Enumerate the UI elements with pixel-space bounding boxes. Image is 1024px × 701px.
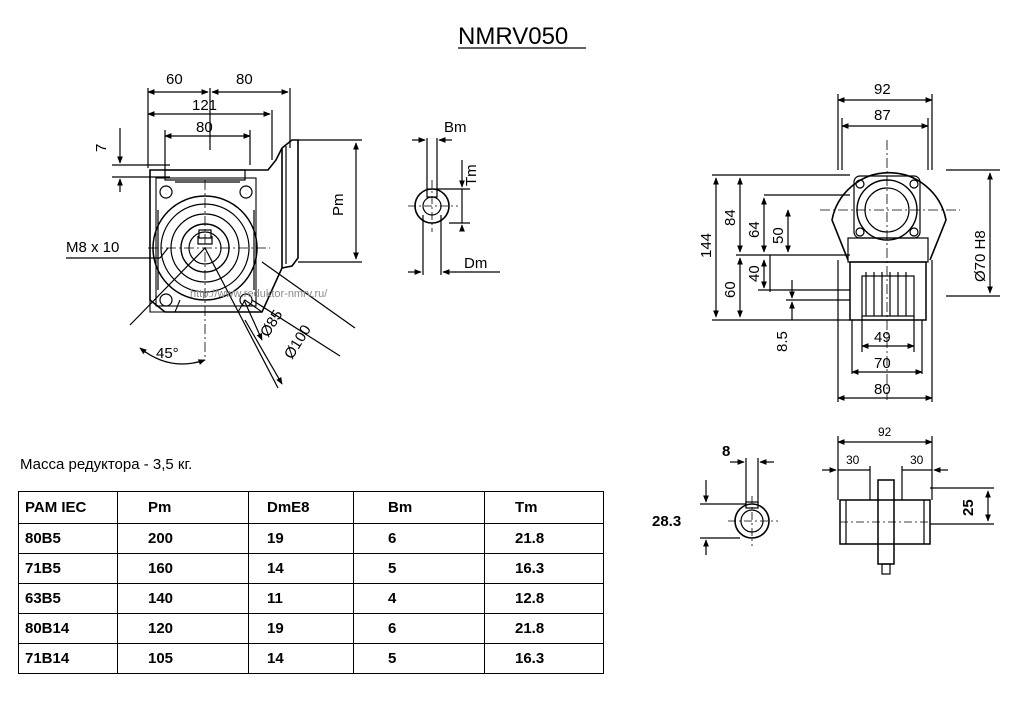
cell-bm: 5 — [353, 643, 485, 674]
dim-64: 64 — [746, 221, 763, 238]
cell-dm: 19 — [248, 613, 354, 644]
cell-pm: 105 — [117, 643, 249, 674]
cell-bm: 6 — [353, 613, 485, 644]
cell-bm: 6 — [353, 523, 485, 554]
output-shaft-detail — [700, 436, 994, 575]
dim-28-3: 28.3 — [652, 513, 681, 530]
cell-pm: 160 — [117, 553, 249, 584]
cell-tm: 16.3 — [484, 553, 604, 584]
side-view-labels: 92 87 144 84 60 64 40 50 8.5 49 70 80 Ø7… — [698, 81, 989, 398]
angle-label: 45° — [156, 345, 179, 362]
cell-pm: 120 — [117, 613, 249, 644]
cell-pam: 80B5 — [18, 523, 118, 554]
dim-50: 50 — [770, 227, 787, 244]
col-bm: Bm — [353, 491, 485, 524]
cell-dm: 14 — [248, 553, 354, 584]
flange-spec-table: PAM IEC Pm DmE8 Bm Tm 80B5 200 19 6 21.8… — [18, 491, 604, 674]
cell-dm: 19 — [248, 523, 354, 554]
table-row: 63B5 140 11 4 12.8 — [18, 583, 604, 614]
dia-70h8: Ø70 H8 — [972, 230, 989, 282]
cell-pam: 80B14 — [18, 613, 118, 644]
dim-70: 70 — [874, 355, 891, 372]
dim-92: 92 — [874, 81, 891, 98]
dim-7: 7 — [93, 144, 110, 152]
tm-label: Tm — [463, 164, 480, 186]
thread-label: M8 x 10 — [66, 239, 119, 256]
dim-80-top: 80 — [236, 71, 253, 88]
drawing-title: NMRV050 — [458, 23, 568, 50]
side-view — [712, 94, 1000, 402]
cell-tm: 21.8 — [484, 523, 604, 554]
col-pam-iec: PAM IEC — [18, 491, 118, 524]
dim-25: 25 — [960, 499, 977, 516]
cell-pm: 200 — [117, 523, 249, 554]
col-pm: Pm — [117, 491, 249, 524]
dim-80-inner: 80 — [196, 119, 213, 136]
dim-49: 49 — [874, 329, 891, 346]
dim-40: 40 — [746, 265, 763, 282]
cell-tm: 16.3 — [484, 643, 604, 674]
dim-8-5: 8.5 — [774, 331, 791, 352]
dim-pm: Pm — [330, 194, 347, 217]
dim-60: 60 — [166, 71, 183, 88]
table-row: 71B5 160 14 5 16.3 — [18, 553, 604, 584]
cell-pam: 71B14 — [18, 643, 118, 674]
table-row: 71B14 105 14 5 16.3 — [18, 643, 604, 674]
dim-121: 121 — [192, 97, 217, 114]
dim-80-side: 80 — [874, 381, 891, 398]
mass-note: Масса редуктора - 3,5 кг. — [20, 456, 193, 473]
cell-bm: 5 — [353, 553, 485, 584]
input-shaft-labels: Bm Tm Dm — [444, 119, 487, 272]
table-row: 80B5 200 19 6 21.8 — [18, 523, 604, 554]
dm-label: Dm — [464, 255, 487, 272]
dim-92-small: 92 — [878, 425, 892, 439]
cell-pam: 71B5 — [18, 553, 118, 584]
cell-tm: 21.8 — [484, 613, 604, 644]
dim-30-left: 30 — [846, 453, 860, 467]
dim-144: 144 — [698, 233, 715, 258]
cell-tm: 12.8 — [484, 583, 604, 614]
bm-label: Bm — [444, 119, 467, 136]
dim-84: 84 — [722, 209, 739, 226]
cell-dm: 14 — [248, 643, 354, 674]
watermark: http://www.reduktor-nmrv.ru/ — [190, 288, 328, 300]
dim-8: 8 — [722, 443, 730, 460]
col-dme8: DmE8 — [248, 491, 354, 524]
front-view — [66, 88, 362, 389]
table-header-row: PAM IEC Pm DmE8 Bm Tm — [18, 491, 604, 524]
cell-pm: 140 — [117, 583, 249, 614]
front-view-labels: 60 80 121 80 7 Pm M8 x 10 45° Ø85 Ø100 h… — [66, 71, 347, 362]
input-shaft-detail — [408, 137, 500, 275]
dia-100-label: Ø100 — [281, 322, 315, 362]
col-tm: Tm — [484, 491, 604, 524]
cell-bm: 4 — [353, 583, 485, 614]
dim-30-right: 30 — [910, 453, 924, 467]
dim-87: 87 — [874, 107, 891, 124]
table-row: 80B14 120 19 6 21.8 — [18, 613, 604, 644]
cell-dm: 11 — [248, 583, 354, 614]
output-shaft-labels: 8 28.3 92 30 30 25 — [652, 425, 977, 530]
cell-pam: 63B5 — [18, 583, 118, 614]
dim-60-side: 60 — [722, 281, 739, 298]
